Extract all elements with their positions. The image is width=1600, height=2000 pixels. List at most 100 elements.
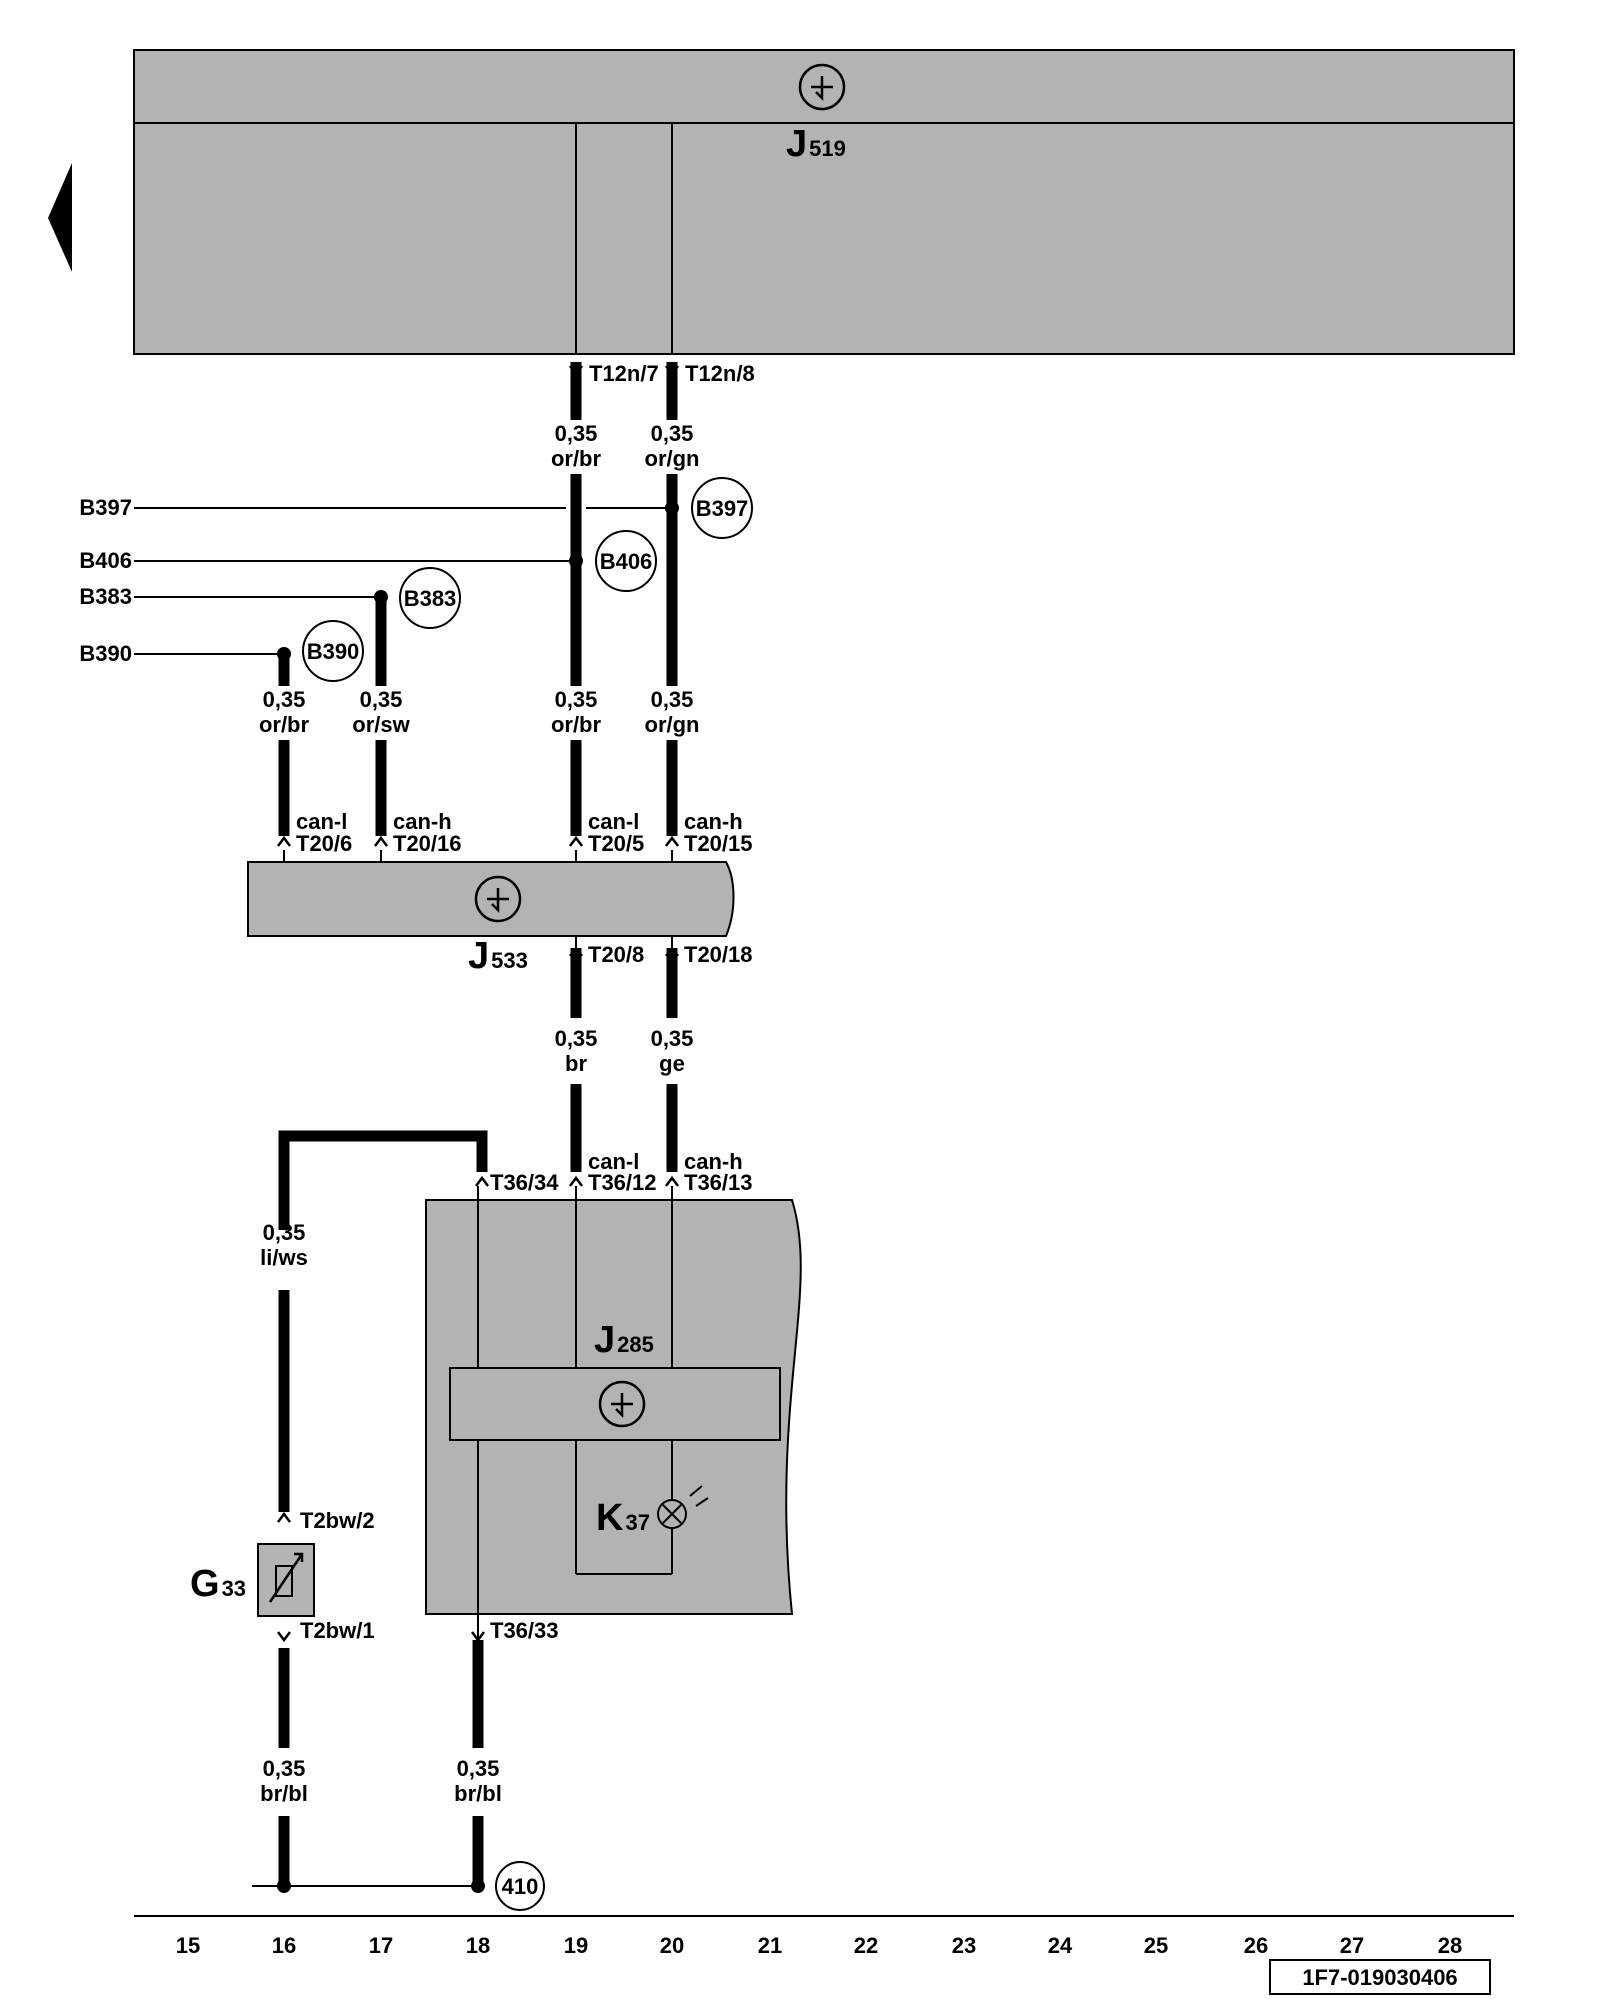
b383-circle-label: B383 — [404, 586, 457, 611]
column-number: 20 — [660, 1933, 684, 1958]
k37-sub: 37 — [625, 1510, 649, 1535]
j533-sub: 533 — [491, 948, 528, 973]
wire-size: 0,35 — [651, 421, 694, 446]
column-number: 23 — [952, 1933, 976, 1958]
doc-id-box: 1F7-019030406 — [1269, 1959, 1491, 1995]
wire-color: or/br — [259, 712, 310, 737]
signal-can-l: can-l — [588, 1149, 639, 1174]
wire-size: 0,35 — [360, 687, 403, 712]
wires — [134, 362, 679, 1893]
wire-color: or/br — [551, 446, 602, 471]
column-number: 25 — [1144, 1933, 1168, 1958]
pin-t20-15: T20/15 — [684, 831, 753, 856]
wire-size: 0,35 — [263, 687, 306, 712]
column-number: 17 — [369, 1933, 393, 1958]
wire-color: or/gn — [645, 446, 700, 471]
module-j285: J285 K37 — [425, 1186, 802, 1640]
pin-t36-13: T36/13 — [684, 1170, 753, 1195]
column-number: 24 — [1048, 1933, 1073, 1958]
control-unit-symbol-icon — [798, 63, 846, 111]
b406-circle-label: B406 — [600, 549, 653, 574]
pin-t20-8: T20/8 — [588, 942, 644, 967]
wire-labels: 0,35 or/br 0,35 or/gn 0,35 or/br 0,35 or… — [259, 421, 700, 1806]
j533-letter: J — [468, 935, 489, 977]
column-number: 22 — [854, 1933, 878, 1958]
j285-sub: 285 — [617, 1332, 654, 1357]
column-number: 27 — [1340, 1933, 1364, 1958]
j519-sub: 519 — [809, 136, 846, 161]
pin-t36-34: T36/34 — [490, 1170, 559, 1195]
wire-size: 0,35 — [651, 1026, 694, 1051]
signal-labels: can-l can-h can-l can-h can-l can-h — [296, 809, 743, 1174]
pin-t20-5: T20/5 — [588, 831, 644, 856]
svg-text:J519: J519 — [786, 123, 846, 165]
column-number: 21 — [758, 1933, 782, 1958]
wire-color: ge — [659, 1051, 685, 1076]
svg-text:G33: G33 — [190, 1563, 246, 1605]
ground-410-label: 410 — [502, 1874, 539, 1899]
g33-letter: G — [190, 1563, 220, 1605]
g33-sub: 33 — [222, 1576, 246, 1601]
module-j519: J519 — [133, 49, 1515, 355]
control-unit-symbol-icon — [598, 1380, 646, 1428]
wire-size: 0,35 — [555, 1026, 598, 1051]
pin-t20-16: T20/16 — [393, 831, 462, 856]
ref-left-b397[interactable]: B397 — [79, 495, 132, 520]
wire-color: li/ws — [260, 1245, 308, 1270]
svg-text:K37: K37 — [596, 1497, 650, 1539]
signal-can-h: can-h — [684, 809, 743, 834]
pin-t2bw-2: T2bw/2 — [300, 1508, 375, 1533]
j285-letter: J — [594, 1319, 615, 1361]
column-numbers: 15 16 17 18 19 20 21 22 23 24 25 26 27 2… — [176, 1933, 1462, 1958]
column-number: 26 — [1244, 1933, 1268, 1958]
wire-size: 0,35 — [263, 1220, 306, 1245]
k37-letter: K — [596, 1497, 624, 1539]
wire-color: or/gn — [645, 712, 700, 737]
wire-size: 0,35 — [263, 1756, 306, 1781]
b390-circle-label: B390 — [307, 639, 360, 664]
warning-lamp-icon — [657, 1485, 709, 1529]
variable-resistor-icon — [268, 1552, 304, 1603]
wire-color: br — [565, 1051, 587, 1076]
sensor-g33: G33 — [190, 1543, 315, 1617]
control-unit-symbol-icon — [474, 875, 522, 923]
wire-size: 0,35 — [555, 687, 598, 712]
pin-t20-18: T20/18 — [684, 942, 753, 967]
svg-text:J285: J285 — [594, 1319, 654, 1361]
pin-t2bw-1: T2bw/1 — [300, 1618, 375, 1643]
wire-color: or/br — [551, 712, 602, 737]
doc-id: 1F7-019030406 — [1302, 1965, 1457, 1990]
column-number: 28 — [1438, 1933, 1462, 1958]
signal-can-l: can-l — [588, 809, 639, 834]
ref-left-b383[interactable]: B383 — [79, 584, 132, 609]
pin-t36-12: T36/12 — [588, 1170, 657, 1195]
column-number: 18 — [466, 1933, 490, 1958]
module-j533: J533 — [247, 850, 735, 977]
pin-t12n-7: T12n/7 — [589, 361, 659, 386]
reference-circles: B397 B406 B383 B390 410 — [302, 477, 753, 1911]
signal-can-h: can-h — [393, 809, 452, 834]
b397-circle-label: B397 — [696, 496, 749, 521]
signal-can-l: can-l — [296, 809, 347, 834]
wire-color: or/sw — [352, 712, 410, 737]
back-arrow-icon[interactable] — [48, 163, 72, 272]
wire-size: 0,35 — [555, 421, 598, 446]
ref-left-b406[interactable]: B406 — [79, 548, 132, 573]
pin-t36-33: T36/33 — [490, 1618, 559, 1643]
wire-size: 0,35 — [651, 687, 694, 712]
wire-size: 0,35 — [457, 1756, 500, 1781]
pin-t20-6: T20/6 — [296, 831, 352, 856]
left-references: B397 B406 B383 B390 — [79, 495, 132, 666]
svg-text:J533: J533 — [468, 935, 528, 977]
column-number: 15 — [176, 1933, 200, 1958]
ref-left-b390[interactable]: B390 — [79, 641, 132, 666]
column-number: 16 — [272, 1933, 296, 1958]
wire-color: br/bl — [454, 1781, 502, 1806]
column-number: 19 — [564, 1933, 588, 1958]
wire-color: br/bl — [260, 1781, 308, 1806]
j519-letter: J — [786, 123, 807, 165]
pin-labels: T12n/7 T12n/8 T20/6 T20/16 T20/5 T20/15 … — [296, 361, 755, 1643]
signal-can-h: can-h — [684, 1149, 743, 1174]
pin-t12n-8: T12n/8 — [685, 361, 755, 386]
